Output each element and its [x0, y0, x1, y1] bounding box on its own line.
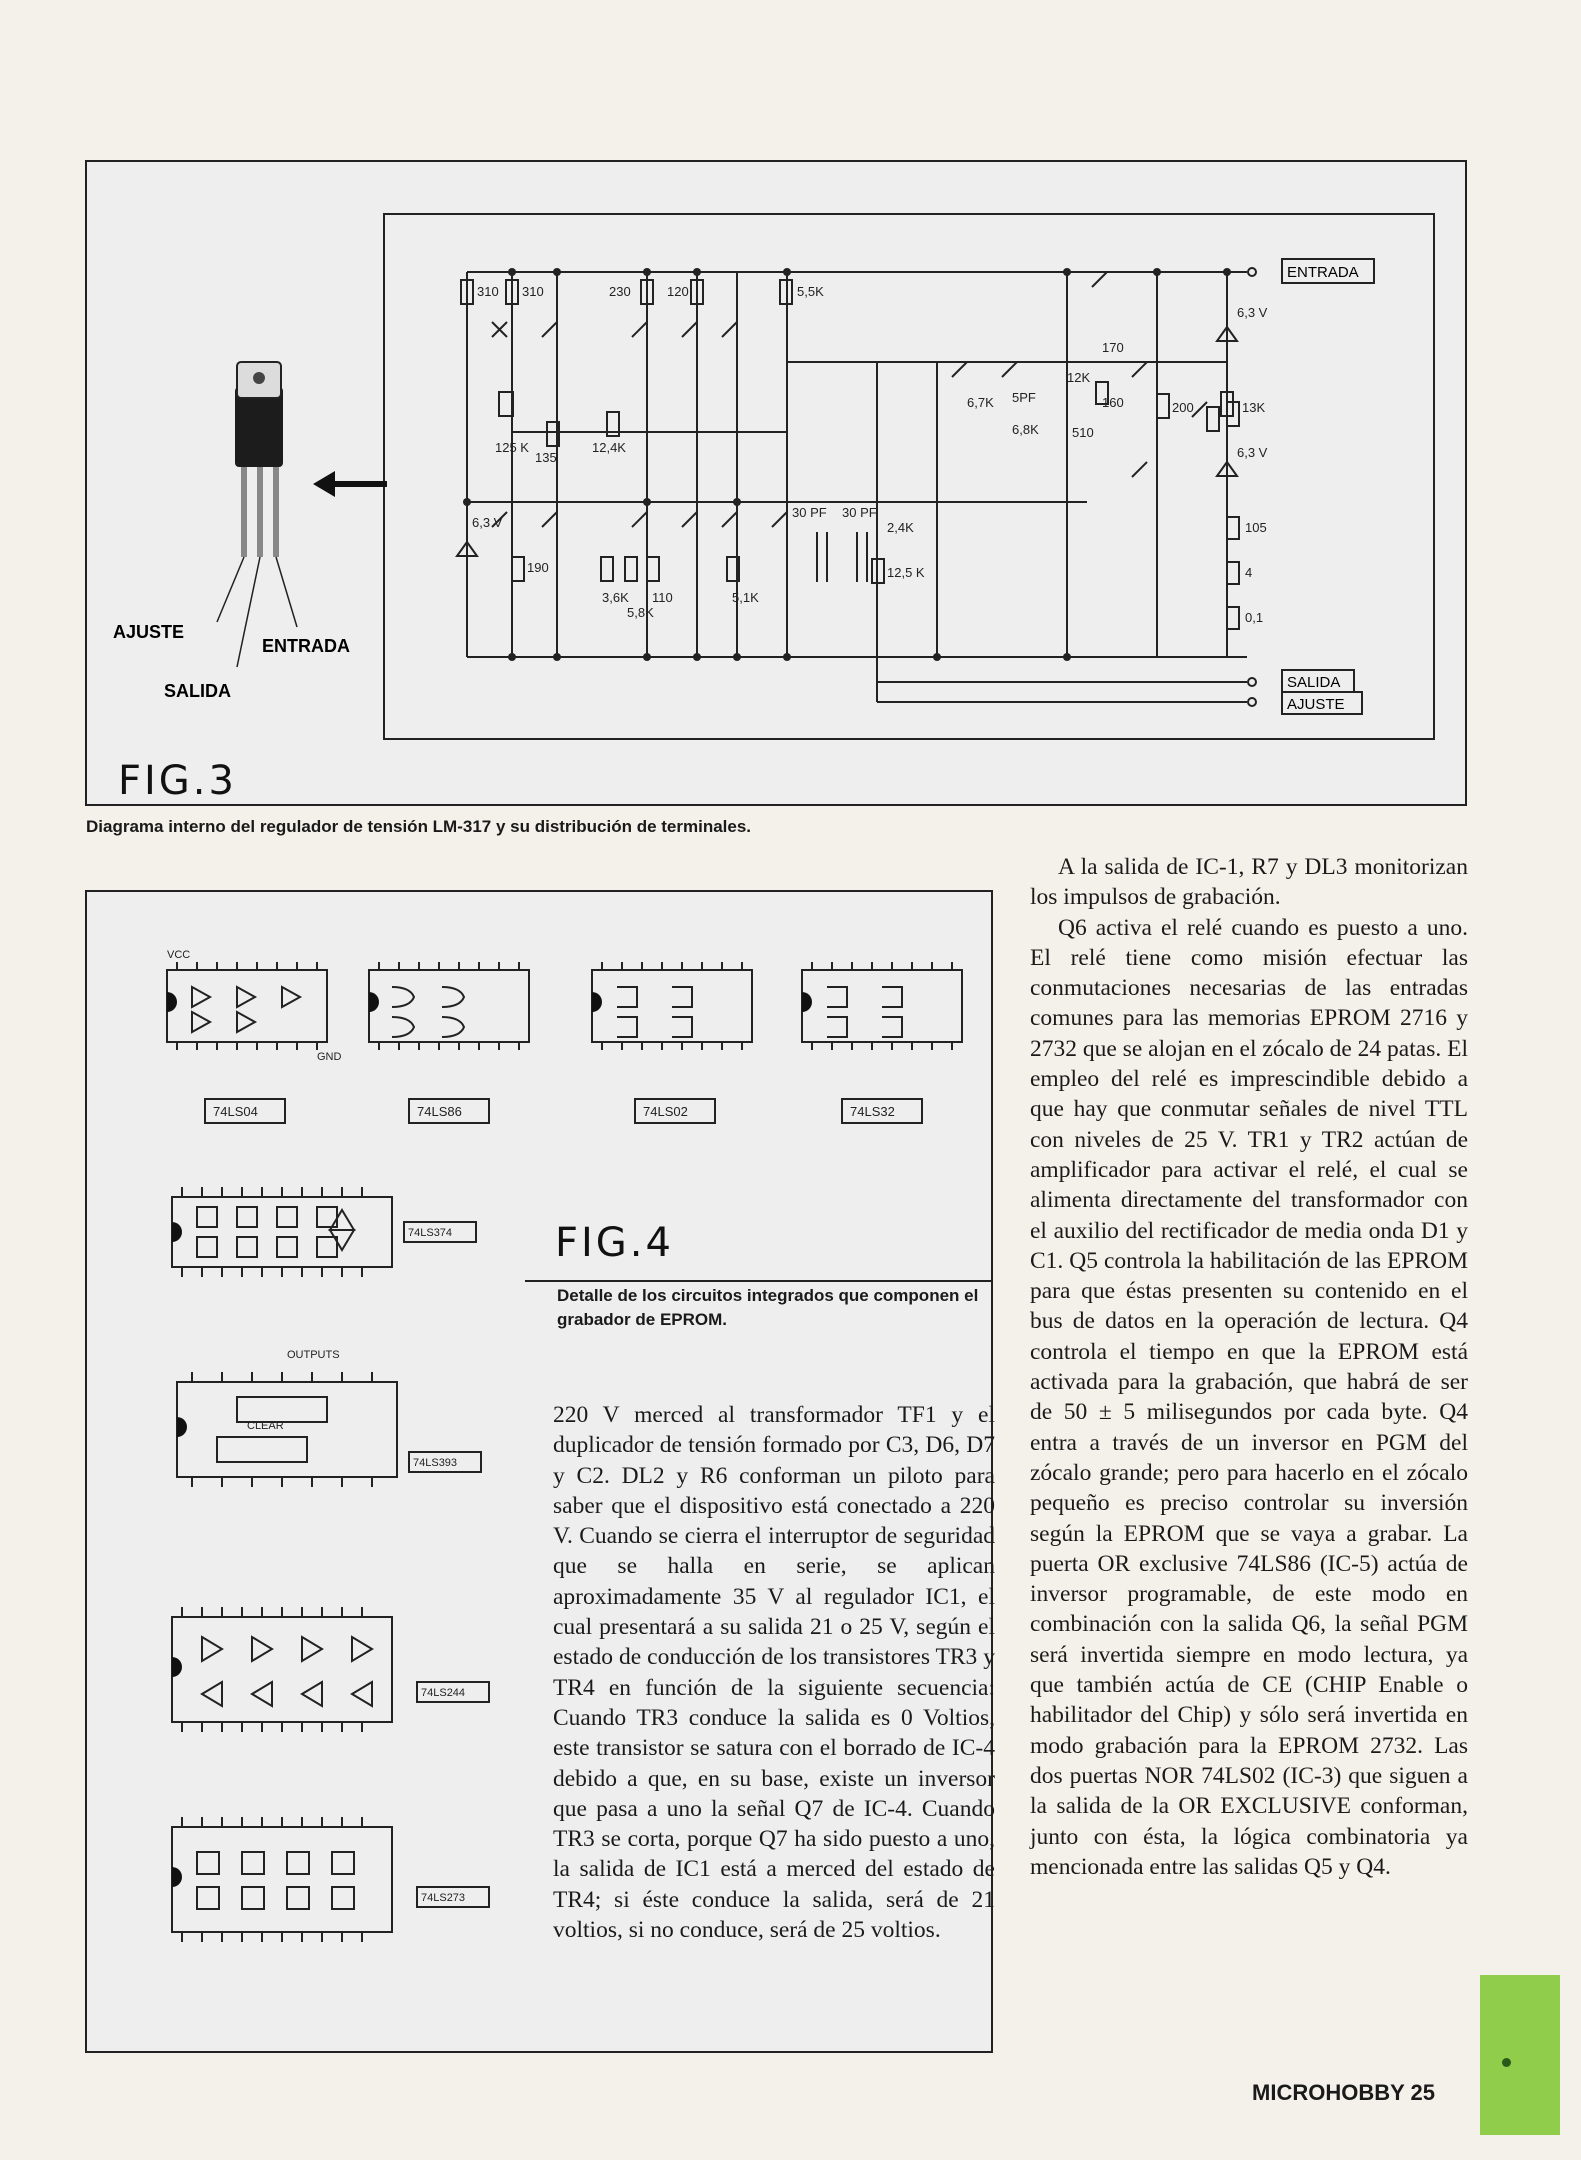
lm317-package-drawing: [216, 361, 387, 668]
salida-terminal-label: SALIDA: [164, 681, 231, 701]
chip-label: 74LS393: [413, 1457, 457, 1469]
magazine-name: MICROHOBBY: [1252, 2080, 1405, 2105]
component-label: 5,8K: [627, 605, 654, 620]
component-label: 125 K: [495, 440, 529, 455]
chip-label: 74LS32: [850, 1104, 895, 1119]
component-label: 12K: [1067, 370, 1090, 385]
component-label: 170: [1102, 340, 1124, 355]
component-label: 12,4K: [592, 440, 626, 455]
component-label: 5PF: [1012, 390, 1036, 405]
component-label: 230: [609, 284, 631, 299]
vcc-pin-label: VCC: [167, 949, 190, 961]
component-label: 310: [522, 284, 544, 299]
fig3-label: FIG.3: [118, 758, 237, 804]
salida-box-label: SALIDA: [1287, 674, 1340, 691]
ajuste-terminal-label: AJUSTE: [113, 622, 184, 642]
body-paragraph: Q6 activa el relé cuando es puesto a uno…: [1030, 914, 1468, 1880]
page-footer: MICROHOBBY 25: [1252, 2080, 1435, 2106]
fig4-caption: Detalle de los circuitos integrados que …: [557, 1286, 979, 1329]
chip-label: 74LS273: [421, 1892, 465, 1904]
text-column-right: A la salida de IC-1, R7 y DL3 monitoriza…: [1030, 852, 1468, 1882]
chip-label: 74LS04: [213, 1104, 258, 1119]
component-label: 4: [1245, 565, 1252, 580]
component-label: 6,3 V: [472, 515, 503, 530]
page-tab-marker: [1480, 1975, 1560, 2135]
entrada-terminal-label: ENTRADA: [262, 636, 350, 656]
ajuste-box-label: AJUSTE: [1287, 696, 1345, 713]
component-label: 30 PF: [792, 505, 827, 520]
chip-label: 74LS86: [417, 1104, 462, 1119]
component-label: 12,5 K: [887, 565, 925, 580]
caption-rule: [525, 1280, 993, 1282]
component-label: 5,5K: [797, 284, 824, 299]
component-label: 135: [535, 450, 557, 465]
figure-3: ENTRADA SALIDA AJUSTE 310 310 230 120 5,…: [85, 160, 1467, 806]
component-label: 200: [1172, 400, 1194, 415]
component-label: 6,7K: [967, 395, 994, 410]
page-tab-dot: [1502, 2058, 1511, 2067]
component-label: 6,8K: [1012, 422, 1039, 437]
page-number: 25: [1410, 2080, 1435, 2105]
component-label: 6,3 V: [1237, 445, 1268, 460]
component-label: 3,6K: [602, 590, 629, 605]
chip-label: 74LS244: [421, 1687, 465, 1699]
clear-label: CLEAR: [247, 1420, 284, 1432]
body-paragraph: A la salida de IC-1, R7 y DL3 monitoriza…: [1030, 854, 1468, 911]
ic-pinout-diagrams: 74LS04 74LS86 74LS02 74LS32 74LS374 74LS…: [166, 949, 963, 1942]
component-label: 190: [527, 560, 549, 575]
lm317-schematic: ENTRADA SALIDA AJUSTE 310 310 230 120 5,…: [113, 213, 1435, 740]
component-label: 105: [1245, 520, 1267, 535]
body-paragraph: 220 V merced al transformador TF1 y el d…: [553, 1402, 995, 1944]
component-label: 510: [1072, 425, 1094, 440]
component-label: 2,4K: [887, 520, 914, 535]
gnd-pin-label: GND: [317, 1051, 342, 1063]
figure-4: 74LS04 74LS86 74LS02 74LS32 74LS374 74LS…: [85, 890, 993, 2053]
fig3-caption: Diagrama interno del regulador de tensió…: [86, 817, 752, 836]
component-label: 110: [652, 590, 673, 605]
component-label: 310: [477, 284, 499, 299]
component-label: 6,3 V: [1237, 305, 1268, 320]
component-label: 13K: [1242, 400, 1265, 415]
component-label: 160: [1102, 395, 1124, 410]
chip-label: 74LS374: [408, 1227, 452, 1239]
fig4-label: FIG.4: [555, 1220, 674, 1266]
outputs-label: OUTPUTS: [287, 1349, 340, 1361]
component-label: 0,1: [1245, 610, 1263, 625]
chip-label: 74LS02: [643, 1104, 688, 1119]
entrada-box-label: ENTRADA: [1287, 264, 1359, 281]
component-label: 120: [667, 284, 689, 299]
component-label: 5,1K: [732, 590, 759, 605]
text-column-left: 220 V merced al transformador TF1 y el d…: [553, 1400, 995, 1945]
component-label: 30 PF: [842, 505, 877, 520]
